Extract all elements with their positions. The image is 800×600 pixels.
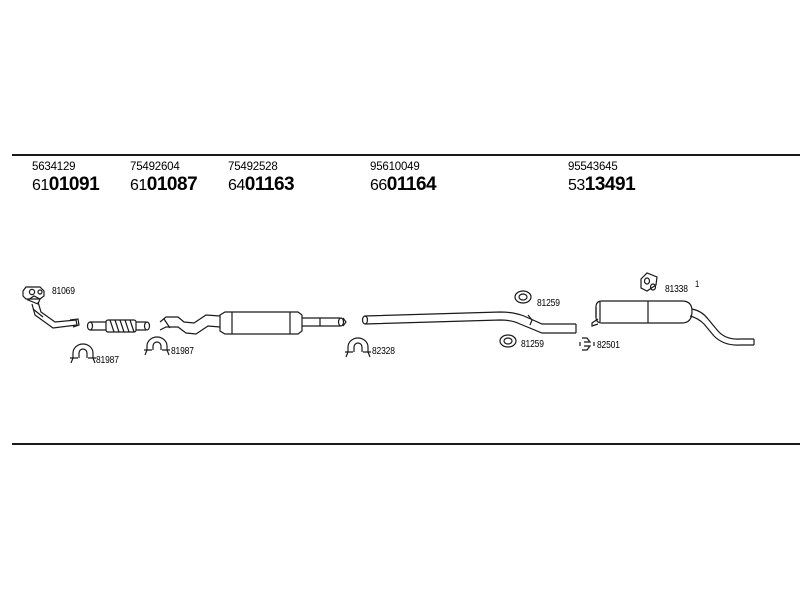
- header-col-4: 95610049 6601164: [370, 160, 437, 197]
- part-prefix: 66: [370, 177, 387, 194]
- oe-number: 75492528: [228, 161, 278, 173]
- part-code: 13491: [584, 174, 636, 195]
- part-label: 81987: [171, 346, 194, 357]
- part-number[interactable]: 6101091: [32, 174, 100, 197]
- clamp-icon[interactable]: [579, 337, 595, 351]
- rubber-mount-icon[interactable]: [640, 272, 658, 292]
- part-label: 81987: [96, 355, 119, 366]
- middle-silencer-icon[interactable]: [159, 311, 347, 335]
- header-col-5: 95543645 5313491: [568, 160, 636, 197]
- bottom-rule: [12, 443, 800, 445]
- part-prefix: 61: [32, 177, 49, 194]
- part-prefix: 61: [130, 177, 147, 194]
- part-code: 01164: [386, 174, 437, 195]
- part-number[interactable]: 5313491: [568, 174, 636, 197]
- header-col-2: 75492604 6101087: [130, 160, 198, 197]
- clamp-icon[interactable]: [345, 337, 371, 358]
- header-col-1: 5634129 6101091: [32, 160, 100, 197]
- part-label: 81338: [665, 284, 688, 295]
- part-prefix: 53: [568, 177, 585, 194]
- rear-silencer-icon[interactable]: [591, 300, 755, 346]
- gasket-icon[interactable]: [22, 286, 45, 300]
- part-label: 81259: [521, 339, 544, 350]
- part-prefix: 64: [228, 177, 245, 194]
- ring-icon[interactable]: [499, 334, 517, 348]
- clamp-icon[interactable]: [70, 343, 96, 364]
- header-col-3: 75492528 6401163: [228, 160, 295, 197]
- oe-number: 95543645: [568, 161, 618, 173]
- part-label: 81259: [537, 298, 560, 309]
- part-number[interactable]: 6401163: [228, 174, 295, 197]
- oe-number: 5634129: [32, 161, 76, 173]
- top-rule: [12, 154, 800, 156]
- front-pipe-icon[interactable]: [26, 295, 80, 329]
- flex-pipe-icon[interactable]: [86, 319, 151, 333]
- part-code: 01087: [146, 174, 198, 195]
- part-label: 82328: [372, 346, 395, 357]
- quantity-label: 1: [695, 279, 700, 289]
- ring-icon[interactable]: [514, 290, 532, 304]
- part-label: 81069: [52, 286, 75, 297]
- part-number[interactable]: 6601164: [370, 174, 437, 197]
- intermediate-pipe-icon[interactable]: [361, 311, 577, 334]
- part-label: 82501: [597, 340, 620, 351]
- oe-number: 75492604: [130, 161, 180, 173]
- part-code: 01163: [244, 174, 295, 195]
- part-number[interactable]: 6101087: [130, 174, 198, 197]
- part-code: 01091: [48, 174, 100, 195]
- oe-number: 95610049: [370, 161, 420, 173]
- clamp-icon[interactable]: [144, 336, 170, 356]
